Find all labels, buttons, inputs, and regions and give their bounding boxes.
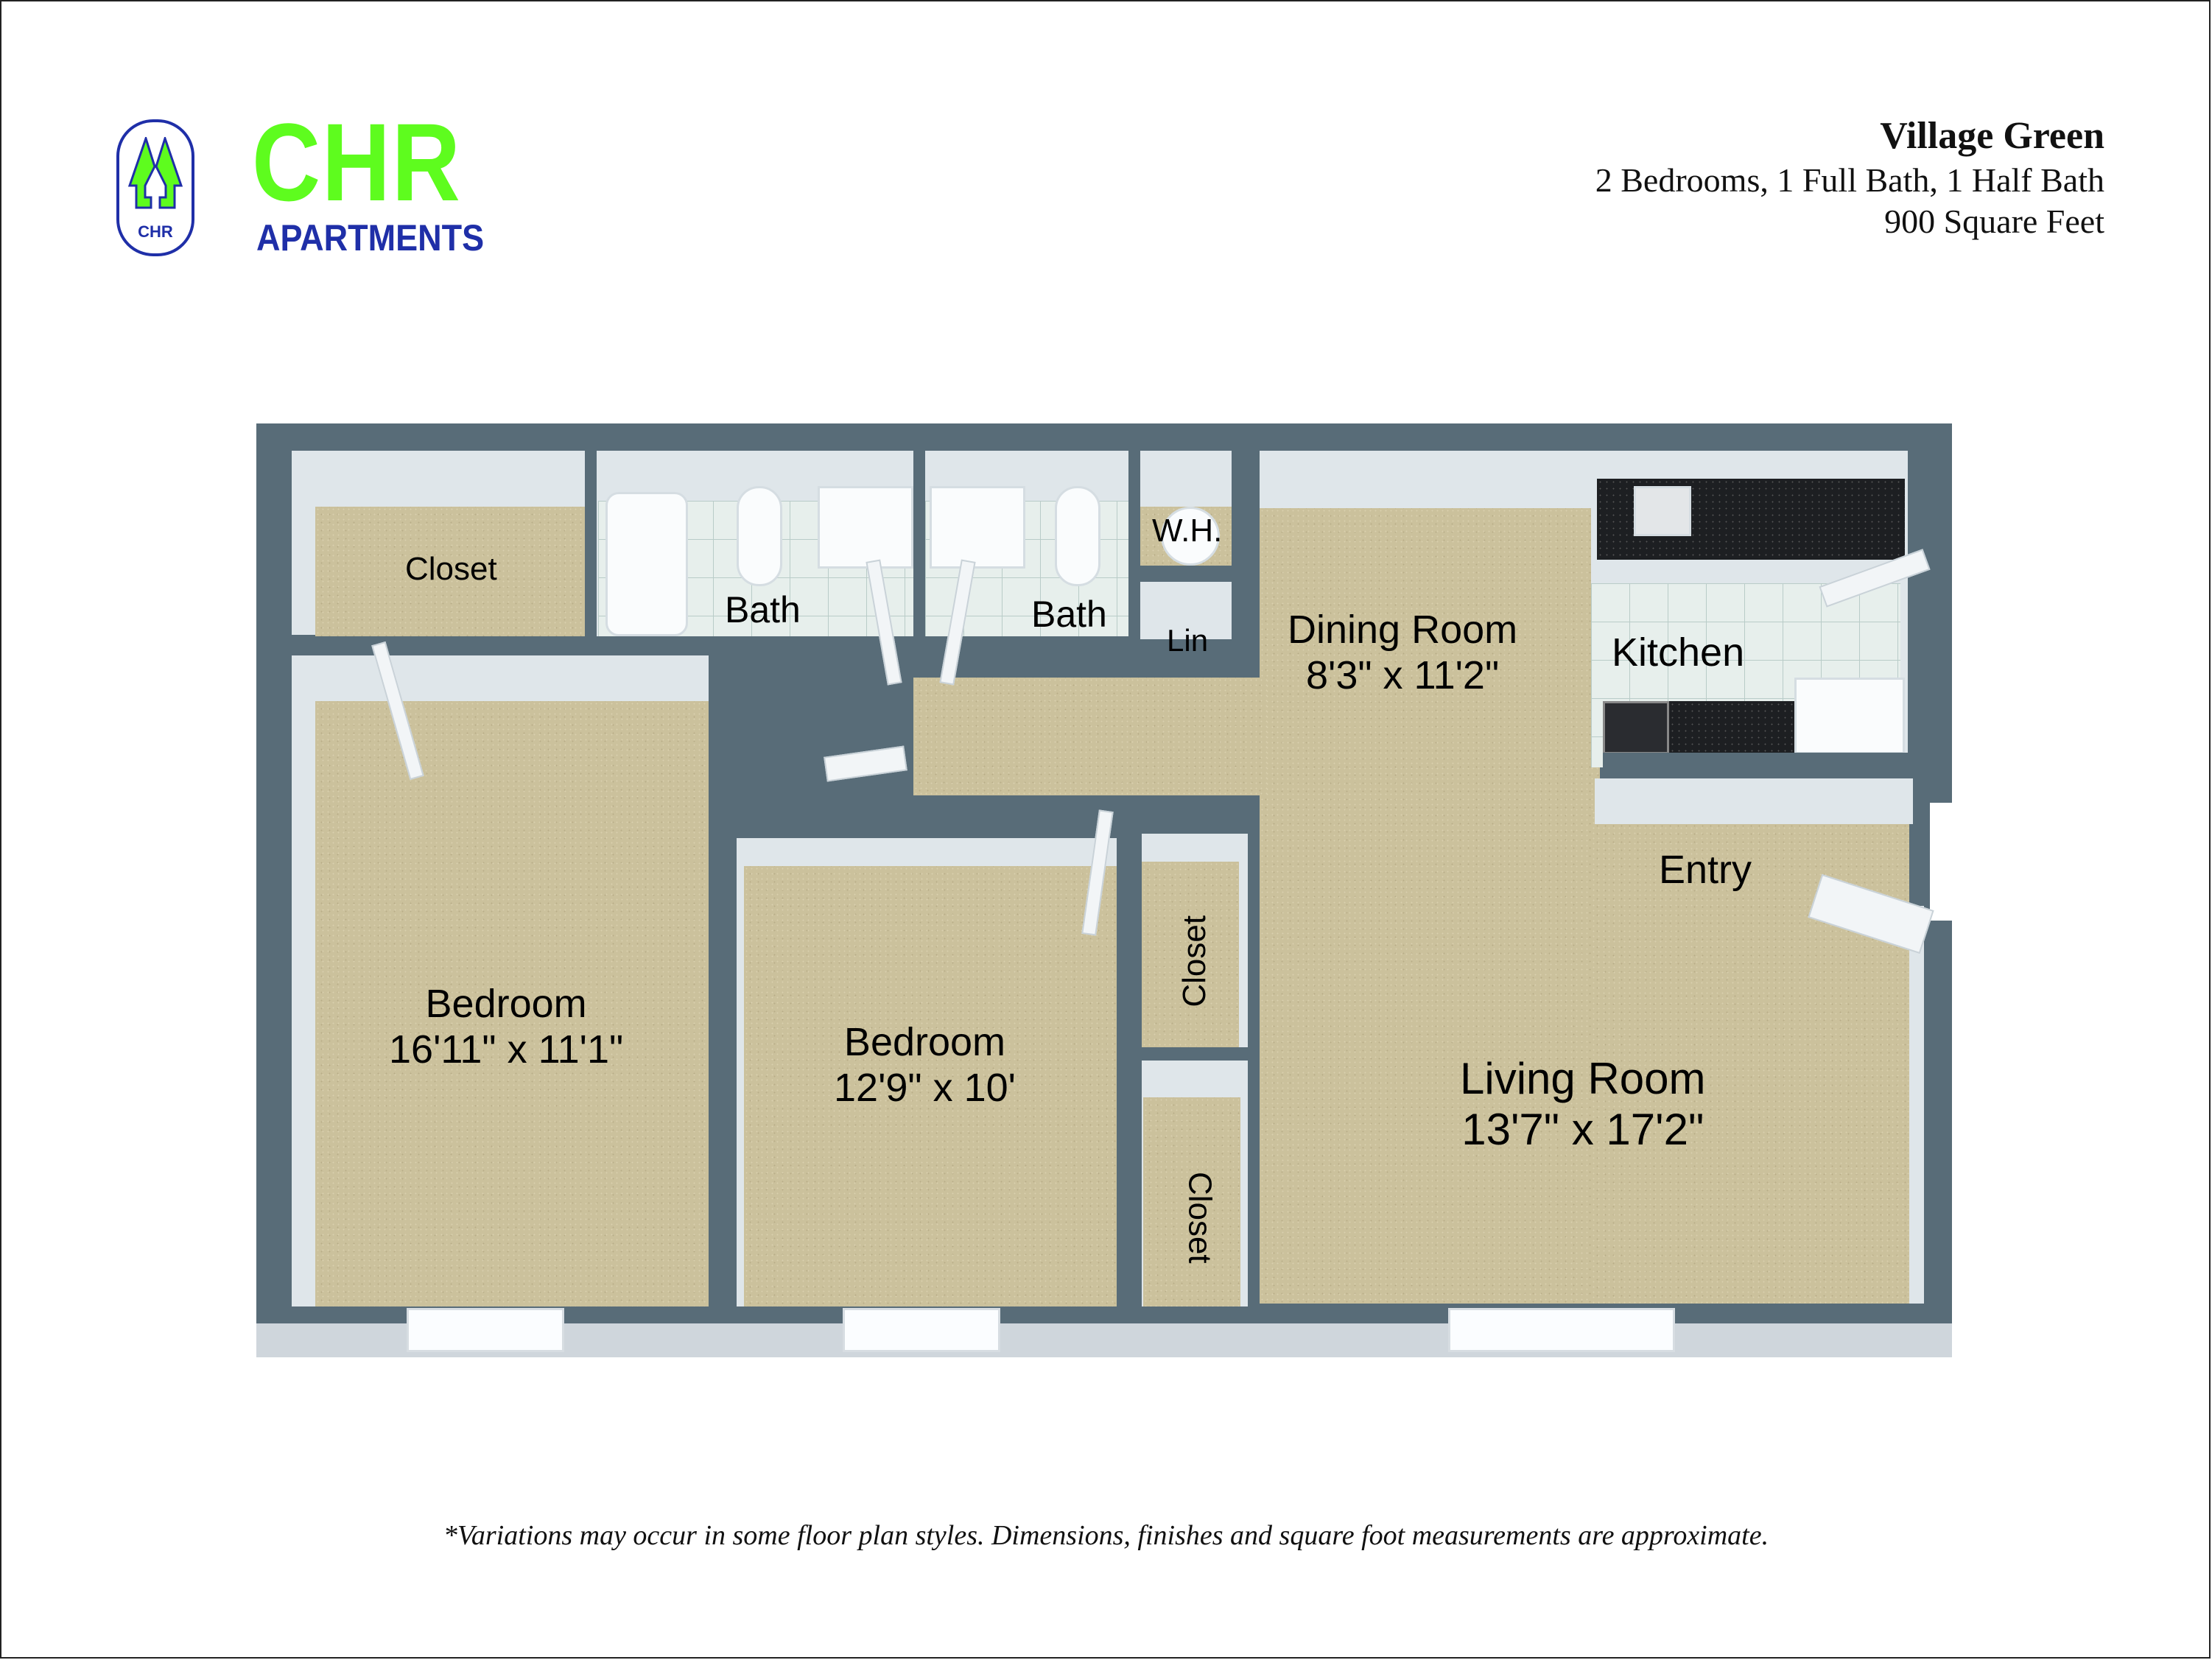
stove-icon [1603, 701, 1669, 754]
room-dimensions: 13'7" x 17'2" [1461, 1105, 1704, 1154]
window-living-room [1448, 1308, 1675, 1352]
room-label-entry: Entry [1659, 848, 1752, 892]
living-right-wall-face [1909, 906, 1924, 1304]
entry-wall-face [1595, 778, 1913, 824]
room-label-dining: Dining Room 8'3" x 11'2" [1288, 607, 1517, 698]
room-label-bath-half: Bath [1031, 594, 1107, 635]
room-label-closet-mid-upper: Closet [1176, 915, 1213, 1007]
room-dimensions: 16'11" x 11'1" [389, 1027, 624, 1072]
water-heater-icon [1161, 507, 1220, 566]
room-label-water-heater: W.H. [1152, 513, 1223, 549]
dining-floor [1260, 508, 1600, 1304]
room-dimensions: 12'9" x 10' [834, 1066, 1016, 1111]
room-label-linen: Lin [1167, 623, 1209, 658]
entry-notch [1930, 803, 1974, 921]
room-dimensions: 8'3" x 11'2" [1306, 653, 1500, 698]
room-label-bedroom-1: Bedroom 16'11" x 11'1" [389, 981, 623, 1072]
room-name: Bedroom [843, 1020, 1006, 1064]
bathtub-icon [605, 492, 688, 636]
property-name: Village Green [1880, 115, 2104, 157]
window-bedroom-2 [843, 1308, 1000, 1352]
room-label-living: Living Room 13'7" x 17'2" [1460, 1053, 1706, 1155]
room-label-kitchen: Kitchen [1612, 630, 1745, 675]
kitchen-bottom-wall [1603, 753, 1942, 770]
room-name: Bedroom [425, 982, 587, 1026]
logo-badge-text: CHR [138, 222, 173, 241]
bedroom-2-floor [744, 866, 1117, 1306]
dining-wall-face [1260, 451, 1598, 510]
room-label-closet-top: Closet [405, 551, 497, 587]
logo-wordmark: CHR [252, 100, 462, 224]
sink-icon [818, 486, 913, 569]
square-feet: 900 Square Feet [1884, 203, 2104, 240]
window-bedroom-1 [407, 1308, 564, 1352]
room-label-closet-mid-lower: Closet [1182, 1171, 1218, 1264]
closet-top-floor [315, 507, 585, 636]
closet-mid-upper-floor [1142, 862, 1239, 1047]
bedroom-1-floor [315, 701, 709, 1306]
room-label-bath-full: Bath [725, 589, 801, 630]
hallway-floor [913, 678, 1267, 795]
refrigerator-icon [1794, 678, 1905, 754]
room-name: Dining Room [1288, 608, 1518, 652]
toilet-icon [737, 486, 782, 586]
room-name: Living Room [1460, 1054, 1706, 1103]
sink-icon [930, 486, 1025, 569]
toilet-icon [1055, 486, 1100, 586]
closet-mid-lower-floor [1143, 1097, 1240, 1306]
disclaimer: *Variations may occur in some floor plan… [443, 1520, 1769, 1551]
house-arrows-icon [127, 137, 183, 209]
room-label-bedroom-2: Bedroom 12'9" x 10' [834, 1019, 1016, 1111]
linen-closet [1140, 582, 1232, 639]
unit-summary: 2 Bedrooms, 1 Full Bath, 1 Half Bath [1595, 161, 2104, 199]
kitchen-sink-icon [1634, 486, 1691, 536]
logo-subtitle: APARTMENTS [256, 217, 485, 259]
logo-badge: CHR [116, 119, 194, 256]
